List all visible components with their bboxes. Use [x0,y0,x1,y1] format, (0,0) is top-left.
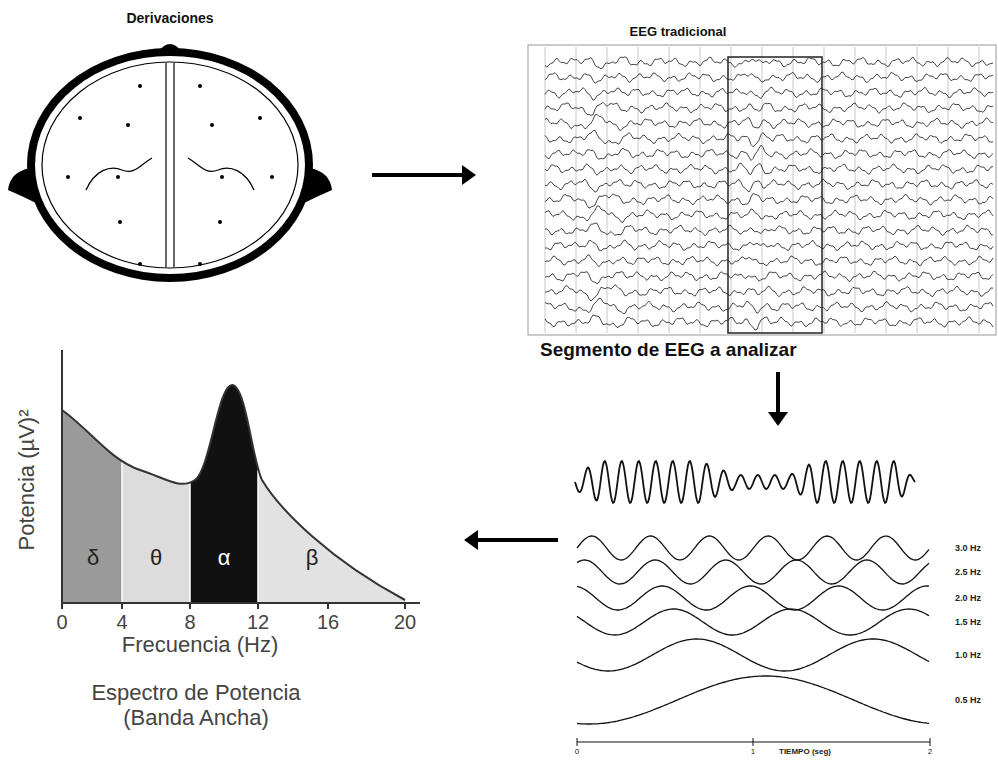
node-text: 1.0 Hz [955,650,981,660]
selection-box [728,57,822,333]
node-text: Derivaciones [126,10,213,26]
head-drawing [8,44,332,282]
eeg-chart [528,45,996,335]
node-text: 2.0 Hz [955,593,981,603]
flow-arrow [372,165,476,185]
flow-arrow [768,372,788,426]
electrode-panel: Derivaciones [0,0,370,340]
axis-label: θ [150,545,162,570]
node-text: Potencia (µV)² [14,409,39,550]
spectrum-panel: Potencia (µV)² Frecuencia (Hz) Espectro de… [0,345,462,761]
node-text: 2.5 Hz [955,567,981,577]
eeg-panel: EEG tradicional [478,20,998,370]
decomposition [575,461,930,746]
axis-label: 2 [928,747,932,756]
arrow-shaft [476,538,558,542]
node-text: TIEMPO (seg) [779,747,831,756]
node-text: 1.5 Hz [955,617,981,627]
flow-arrow [464,530,558,550]
axis-label: 0 [575,747,579,756]
node-text: Espectro de Potencia (Banda Ancha) [76,680,316,731]
axis-label: 1 [751,747,755,756]
decomposition-panel: 3.0 Hz 2.5 Hz 2.0 Hz 1.5 Hz 1.0 Hz 0.5 Hz TIEM… [560,428,998,761]
node-text: 3.0 Hz [955,543,981,553]
arrow-head [768,412,788,426]
axis-label: 8 [184,611,195,634]
axis-label: 20 [394,611,416,634]
node-text: EEG tradicional [630,25,727,40]
axis-label: 16 [317,611,339,634]
node-text: 0.5 Hz [955,695,981,705]
arrow-head [464,530,478,550]
axis-label: β [306,545,319,570]
edge-label: Segmento de EEG a analizar [540,339,797,361]
axis-label: δ [87,545,99,570]
axis-label: 4 [116,611,127,634]
arrow-head [462,165,476,185]
arrow-shaft [372,173,464,177]
axis-label: 12 [247,611,269,634]
power-spectrum [61,350,420,610]
axis-label: α [218,545,231,570]
axis-label: 0 [56,611,67,634]
arrow-shaft [776,372,780,414]
node-text: Frecuencia (Hz) [122,632,278,657]
